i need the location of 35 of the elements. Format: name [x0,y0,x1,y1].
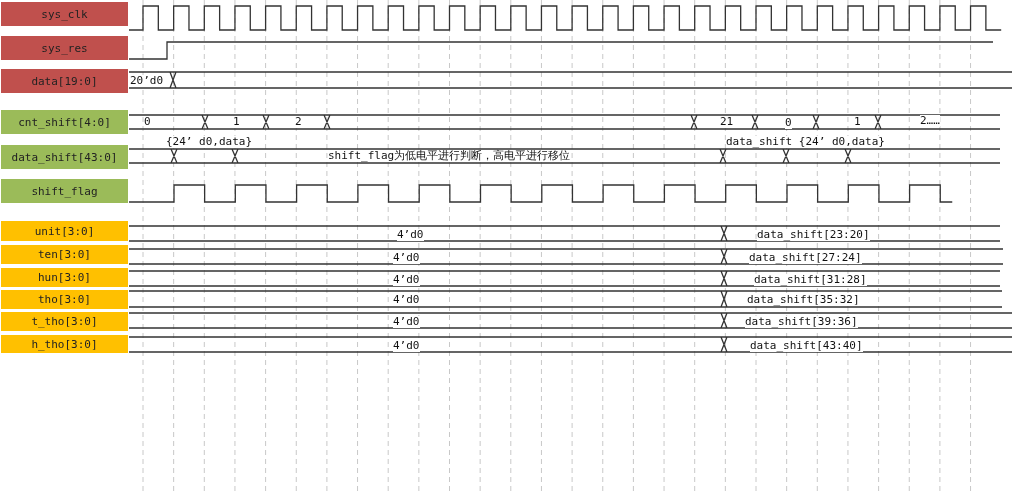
signal-value: 0 [785,117,792,129]
signal-name-box: data[19:0] [1,69,128,93]
signal-value: 4’d0 [393,251,420,264]
signal-value: data_shift[23:20] [757,228,870,241]
signal-name-box: h_tho[3:0] [1,335,128,353]
signal-value: 1 [854,116,861,128]
signal-value: data_shift {24’ d0,data} [726,136,885,148]
signal-value: 1 [233,116,240,128]
signal-name-box: sys_clk [1,2,128,26]
signal-value: 21 [720,116,734,128]
signal-name-box: ten[3:0] [1,245,128,264]
signal-value: data_shift[35:32] [747,294,860,306]
signal-value: 4’d0 [397,228,424,241]
signal-value: 0 [144,116,151,128]
signal-name-box: unit[3:0] [1,221,128,241]
signal-name-box: shift_flag [1,179,128,203]
signal-name-box: cnt_shift[4:0] [1,110,128,134]
note-text: shift_flag为低电平进行判断，高电平进行移位 [328,150,571,162]
signal-value: data_shift[43:40] [750,339,863,352]
signal-value: 4’d0 [393,294,420,306]
signal-value: 4’d0 [393,315,420,328]
signal-value: data_shift[39:36] [745,315,858,328]
signal-name-box: t_tho[3:0] [1,312,128,331]
signal-name-box: hun[3:0] [1,268,128,287]
signal-name-box: tho[3:0] [1,290,128,309]
signal-value: 2…… [920,115,940,127]
signal-value: {24’ d0,data} [166,136,253,148]
signal-value: data_shift[31:28] [754,273,867,286]
signal-value: 4’d0 [393,273,420,286]
signal-value: 2 [295,116,302,128]
signal-value: data_shift[27:24] [749,251,862,264]
signal-value: 4’d0 [393,339,420,352]
signal-name-box: sys_res [1,36,128,60]
signal-value: 20’d0 [130,75,164,87]
signal-name-box: data_shift[43:0] [1,145,128,169]
